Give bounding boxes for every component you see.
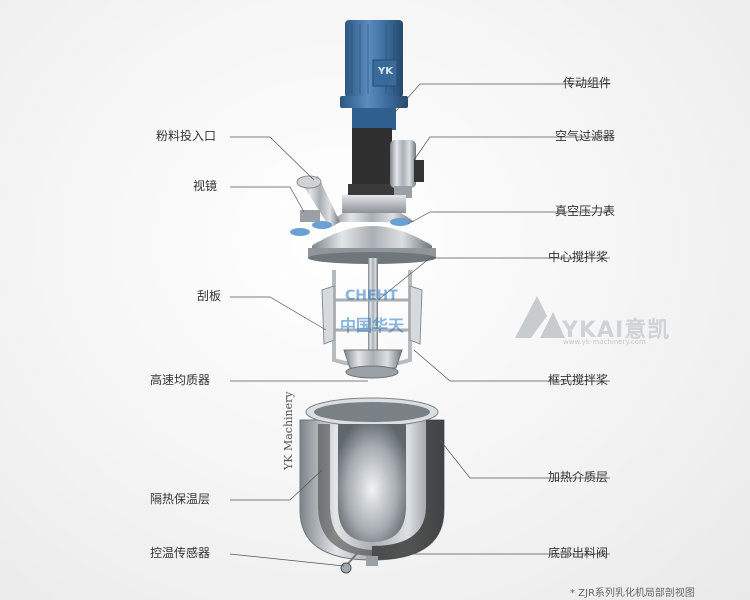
label-scraper: 刮板 [197, 289, 222, 303]
motor-assembly [340, 20, 408, 130]
label-bottom-valve: 底部出料阀 [548, 546, 609, 560]
brand-logo [515, 296, 565, 338]
label-sight-glass: 视镜 [193, 179, 218, 193]
label-insulation: 隔热保温层 [150, 492, 211, 506]
label-air-filter: 空气过滤器 [555, 129, 616, 143]
transmission-housing [348, 128, 396, 198]
motor-nameplate [372, 59, 398, 87]
leader-vacuum-gauge [407, 211, 610, 225]
label-frame-agitator: 框式搅拌桨 [548, 373, 609, 387]
leader-temp-sensor [229, 553, 345, 567]
watermark-top: CHEHT [345, 288, 398, 304]
label-vacuum-gauge: 真空压力表 [555, 204, 616, 218]
agitator-internals [321, 258, 423, 379]
air-filter-unit [390, 140, 424, 198]
leader-bottom-valve [375, 545, 610, 555]
leader-air-filter [413, 136, 610, 161]
leader-lines [229, 83, 610, 567]
label-temp-sensor: 控温传感器 [150, 546, 211, 560]
brand-website: www.yk-machinery.com [563, 338, 646, 346]
leader-insulation [230, 469, 323, 501]
label-homogenizer: 高速均质器 [150, 373, 211, 387]
label-transmission: 传动组件 [563, 76, 612, 90]
figure-caption: * ZJR系列乳化机局部剖视图 [570, 588, 695, 599]
label-center-agitator: 中心搅拌桨 [548, 250, 609, 264]
lid-assembly [308, 195, 436, 264]
vessel-text: YK Machinery [282, 391, 295, 470]
leader-center-agitator [377, 257, 610, 301]
leader-powder-inlet [230, 136, 315, 181]
leader-frame-agitator [413, 349, 610, 382]
motor-badge: YK [378, 66, 393, 77]
leader-transmission [389, 83, 610, 119]
powder-inlet-pipe [290, 175, 410, 236]
brand-name: YKAI意凯 [562, 318, 671, 343]
label-powder-inlet: 粉料投入口 [156, 129, 217, 143]
leader-heating-jacket [439, 439, 610, 479]
label-heating-jacket: 加热介质层 [548, 470, 609, 484]
vessel [299, 397, 445, 574]
watermark-bottom: 中国华天 [340, 316, 405, 335]
leader-scraper [230, 296, 327, 331]
leader-sight-glass [230, 186, 305, 213]
